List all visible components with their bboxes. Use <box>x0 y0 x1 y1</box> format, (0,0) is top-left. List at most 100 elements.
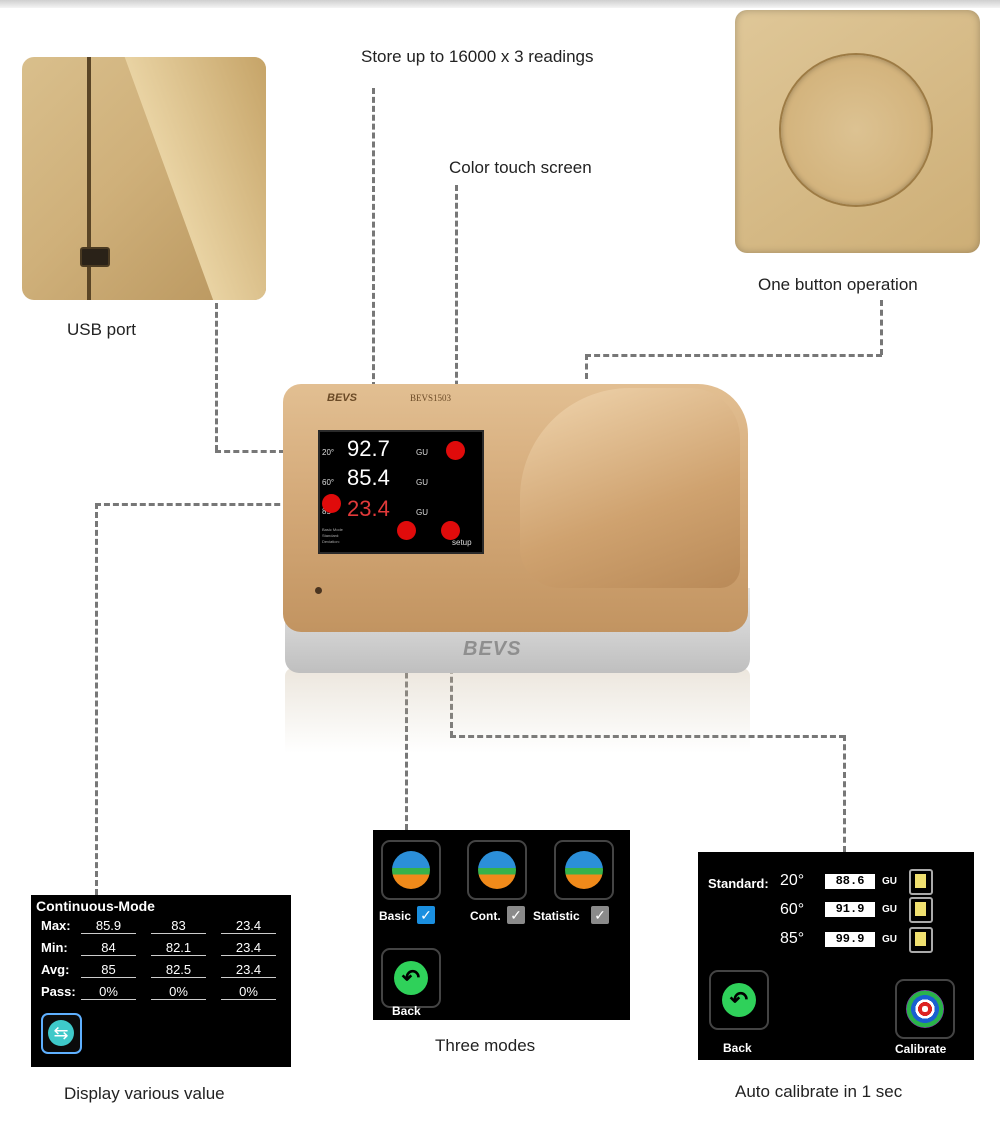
connector-usb-horizontal <box>215 450 285 453</box>
row-value: 84 <box>81 940 136 956</box>
calibrate-label: Calibrate <box>895 1042 947 1056</box>
connector-display-vertical <box>95 503 98 895</box>
calibrate-angle: 85° <box>780 930 805 947</box>
row-value: 82.5 <box>151 962 206 978</box>
row-label: Min: <box>41 940 68 955</box>
globe-icon <box>565 851 603 889</box>
screen-unit: GU <box>416 478 428 487</box>
screen-value: 23.4 <box>347 496 390 521</box>
row-label: Avg: <box>41 962 70 977</box>
target-icon <box>906 990 944 1028</box>
callout-dot <box>441 521 460 540</box>
top-bar <box>0 0 1000 8</box>
callout-dot <box>446 441 465 460</box>
connector-calibrate-drop <box>843 735 846 852</box>
screen-angle: 60° <box>322 478 335 487</box>
calibrate-value-input[interactable]: 91.9 <box>825 902 875 917</box>
screen-info: Standard: <box>322 533 340 538</box>
round-button-icon <box>781 55 931 205</box>
calibrate-panel: Standard: 20° 88.6 GU 60° 91.9 GU 85° 99… <box>698 852 974 1060</box>
usb-port-photo <box>22 57 266 300</box>
modes-back-button[interactable]: ↶ <box>381 948 441 1008</box>
mode-cont-button[interactable] <box>467 840 527 900</box>
mode-label-statistic: Statistic <box>533 909 580 923</box>
globe-icon <box>478 851 516 889</box>
calibrate-back-button[interactable]: ↶ <box>709 970 769 1030</box>
continuous-mode-panel: Continuous-Mode Max: 85.9 83 23.4 Min: 8… <box>31 895 291 1067</box>
row-value: 85.9 <box>81 918 136 934</box>
screen-setup-label[interactable]: setup <box>452 538 472 547</box>
mode-statistic-button[interactable] <box>554 840 614 900</box>
basic-checkbox[interactable]: ✓ <box>417 906 435 924</box>
callout-dot <box>322 494 341 513</box>
device-logo: BEVS <box>327 392 357 404</box>
row-value: 82.1 <box>151 940 206 956</box>
document-icon[interactable] <box>909 927 933 953</box>
caption-display-various-value: Display various value <box>64 1084 225 1103</box>
caption-one-button-operation: One button operation <box>758 275 918 294</box>
calibrate-angle: 20° <box>780 872 805 889</box>
caption-color-touch-screen: Color touch screen <box>449 158 592 177</box>
row-value: 23.4 <box>221 962 276 978</box>
globe-icon <box>392 851 430 889</box>
screen-value: 92.7 <box>347 436 390 461</box>
row-label: Pass: <box>41 984 76 999</box>
screen-unit: GU <box>416 448 428 457</box>
connector-button-vertical <box>880 300 883 355</box>
modes-back-label: Back <box>392 1004 421 1018</box>
base-logo: BEVS <box>463 638 522 660</box>
calibrate-angle: 60° <box>780 901 805 918</box>
cont-checkbox[interactable]: ✓ <box>507 906 525 924</box>
document-icon[interactable] <box>909 869 933 895</box>
caption-auto-calibrate: Auto calibrate in 1 sec <box>735 1082 903 1101</box>
back-arrow-icon: ↶ <box>722 983 756 1017</box>
callout-dot <box>397 521 416 540</box>
row-value: 0% <box>81 984 136 1000</box>
device-hole <box>315 587 322 594</box>
connector-store <box>372 88 375 388</box>
connector-modes <box>405 530 408 830</box>
calibrate-value-input[interactable]: 99.9 <box>825 932 875 947</box>
calibrate-unit: GU <box>882 904 897 915</box>
document-icon[interactable] <box>909 897 933 923</box>
calibrate-value-input[interactable]: 88.6 <box>825 874 875 889</box>
row-label: Max: <box>41 918 71 933</box>
row-value: 85 <box>81 962 136 978</box>
calibrate-button[interactable] <box>895 979 955 1039</box>
screen-unit: GU <box>416 508 428 517</box>
row-value: 0% <box>221 984 276 1000</box>
device-reflection <box>285 668 750 753</box>
button-photo <box>735 10 980 253</box>
screen-info: Basic Mode <box>322 527 343 532</box>
connector-touch-screen <box>455 185 458 440</box>
standard-label: Standard: <box>708 876 769 891</box>
back-arrow-icon: ↶ <box>394 961 428 995</box>
mode-label-basic: Basic <box>379 909 412 923</box>
row-value: 0% <box>151 984 206 1000</box>
calibrate-unit: GU <box>882 934 897 945</box>
caption-store-readings: Store up to 16000 x 3 readings <box>361 47 594 66</box>
continuous-back-button[interactable]: ⇆ <box>41 1013 82 1054</box>
screen-info: Deviation: <box>322 539 340 544</box>
row-value: 23.4 <box>221 940 276 956</box>
connector-calibrate-horizontal <box>450 735 845 738</box>
row-value: 23.4 <box>221 918 276 934</box>
mode-basic-button[interactable] <box>381 840 441 900</box>
screen-value: 85.4 <box>347 465 390 490</box>
continuous-mode-title: Continuous-Mode <box>36 898 155 914</box>
connector-button-horizontal <box>585 354 882 357</box>
connector-display-horizontal <box>95 503 325 506</box>
statistic-checkbox[interactable]: ✓ <box>591 906 609 924</box>
row-value: 83 <box>151 918 206 934</box>
device-hump <box>520 388 740 588</box>
connector-button-drop <box>585 354 588 379</box>
usb-port-icon <box>80 247 110 267</box>
calibrate-back-label: Back <box>723 1041 752 1055</box>
mode-label-cont: Cont. <box>470 909 501 923</box>
calibrate-unit: GU <box>882 876 897 887</box>
caption-usb-port: USB port <box>67 320 136 339</box>
modes-panel: Basic ✓ Cont. ✓ Statistic ✓ ↶ Back <box>373 830 630 1020</box>
device-model: BEVS1503 <box>410 393 452 403</box>
back-arrow-icon: ⇆ <box>48 1020 74 1046</box>
screen-angle: 20° <box>322 448 335 457</box>
